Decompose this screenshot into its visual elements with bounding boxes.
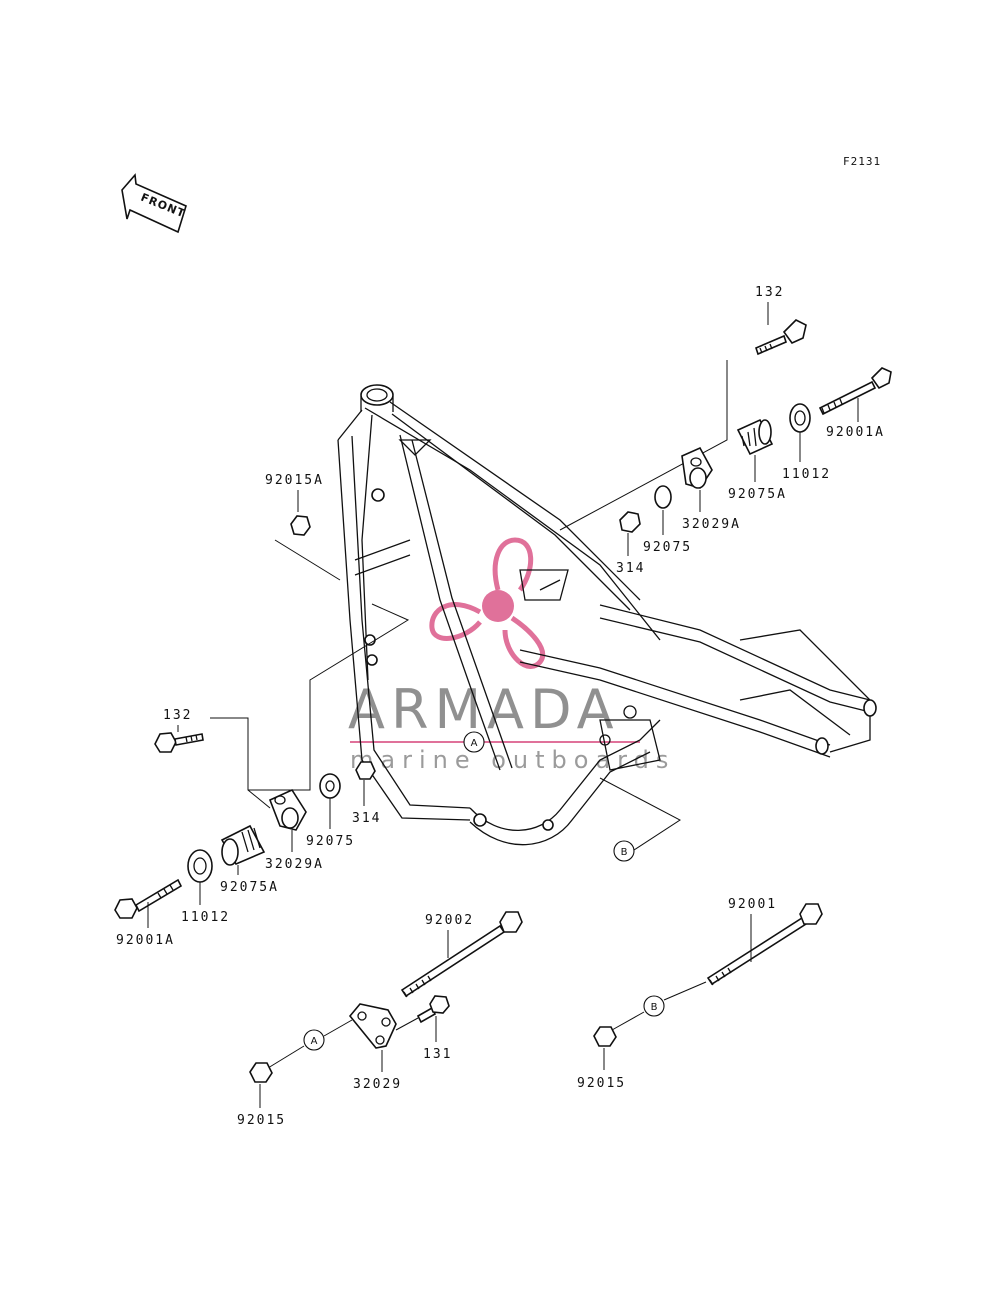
bolt-132-left	[154, 732, 204, 753]
svg-text:B: B	[621, 847, 628, 858]
nut-92015a	[290, 515, 311, 536]
bracket-32029a-left	[268, 788, 307, 831]
label-92015-left: 92015	[237, 1113, 286, 1128]
washer-11012-right	[789, 403, 811, 433]
bracket-32029	[348, 1003, 397, 1049]
collar-92075-left	[319, 773, 341, 799]
figure-code: F2131	[843, 155, 881, 168]
label-32029a-left: 32029A	[265, 857, 324, 872]
label-92075-left: 92075	[306, 834, 355, 849]
label-92075a-left: 92075A	[220, 880, 279, 895]
watermark: ARMADA marine outboards	[348, 537, 675, 774]
callout-a-bottom: A	[303, 1029, 325, 1051]
washer-11012-left	[187, 849, 213, 883]
label-92001a-right: 92001A	[826, 425, 885, 440]
label-132-top: 132	[755, 285, 784, 300]
label-92002: 92002	[425, 913, 474, 928]
label-314-left: 314	[352, 811, 381, 826]
nut-314-right	[619, 511, 641, 533]
label-92015-right: 92015	[577, 1076, 626, 1091]
motorcycle-frame	[337, 384, 877, 846]
label-32029: 32029	[353, 1077, 402, 1092]
label-132-left: 132	[163, 708, 192, 723]
nut-314-left	[355, 761, 376, 780]
bushing-92075a-left	[220, 824, 266, 866]
label-92001: 92001	[728, 897, 777, 912]
watermark-title: ARMADA	[348, 678, 620, 741]
bolt-131	[416, 995, 450, 1024]
collar-92075-right	[654, 485, 672, 509]
callout-b-frame: B	[599, 777, 681, 862]
label-32029a-right: 32029A	[682, 517, 741, 532]
label-92075-right: 92075	[643, 540, 692, 555]
label-131: 131	[423, 1047, 452, 1062]
bolt-92001	[706, 903, 823, 986]
bolt-92001a-left	[114, 878, 183, 919]
bolt-132-top	[755, 319, 807, 356]
bolt-92001a-right	[818, 367, 892, 416]
svg-text:B: B	[651, 1002, 658, 1013]
svg-text:A: A	[311, 1036, 318, 1047]
label-314-right: 314	[616, 561, 645, 576]
svg-text:A: A	[471, 738, 478, 749]
callout-a-frame: A	[463, 731, 485, 753]
watermark-propeller-icon	[429, 537, 546, 669]
label-92001a-left: 92001A	[116, 933, 175, 948]
bolt-92002	[400, 911, 523, 998]
label-92075a-right: 92075A	[728, 487, 787, 502]
label-92015a: 92015A	[265, 473, 324, 488]
callout-b-bottom: B	[643, 995, 665, 1017]
label-11012-left: 11012	[181, 910, 230, 925]
label-11012-right: 11012	[782, 467, 831, 482]
front-arrow-icon: FRONT	[121, 173, 187, 234]
bracket-32029a-right	[681, 446, 713, 489]
nut-92015-left	[249, 1062, 273, 1083]
watermark-subtitle: marine outboards	[350, 746, 675, 774]
bushing-92075a-right	[736, 418, 774, 456]
nut-92015-right	[593, 1026, 617, 1047]
